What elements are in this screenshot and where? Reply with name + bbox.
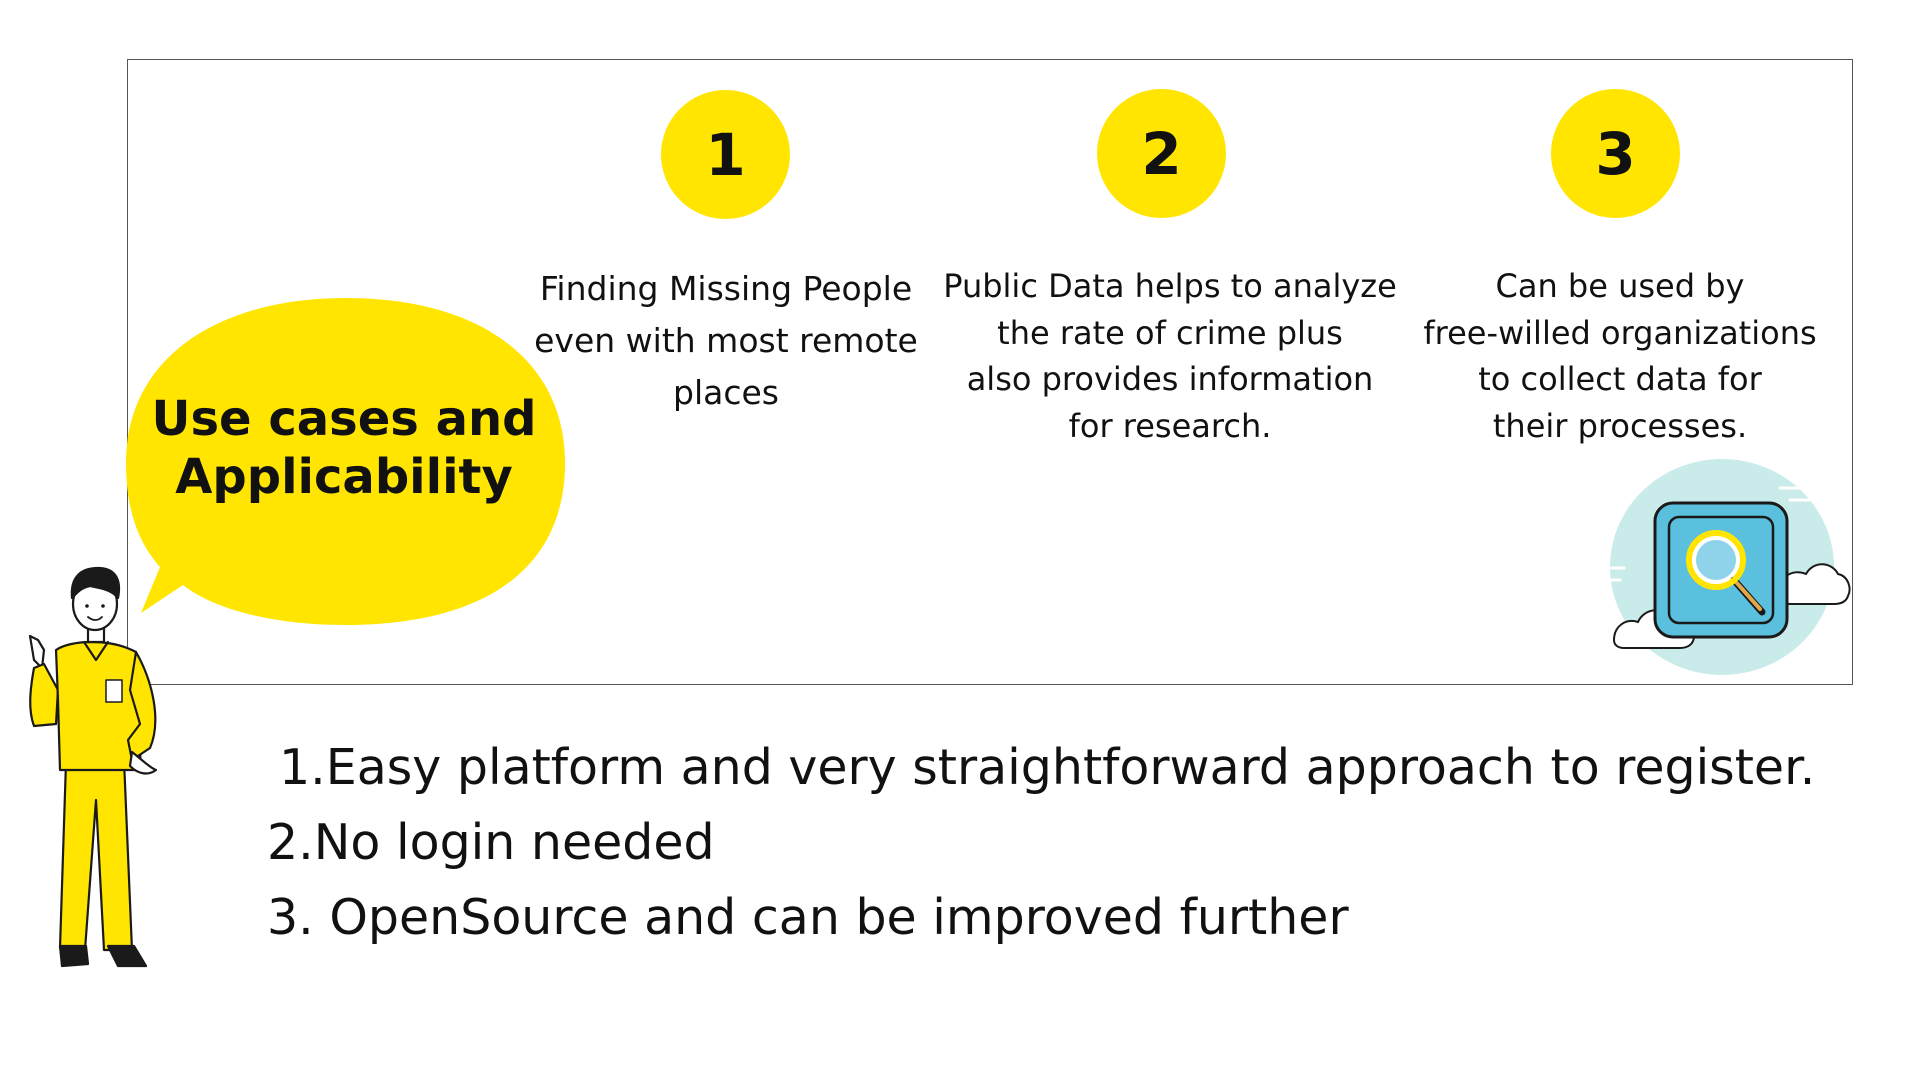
list-item-text: OpenSource and can be improved further [313,889,1349,946]
list-item: 2.No login needed [267,805,1815,880]
bubble-title: Use cases and Applicability [151,391,537,505]
list-item-number: 1. [279,739,326,796]
step-text-1: Finding Missing People even with most re… [534,269,918,412]
list-item: 1.Easy platform and very straightforward… [267,730,1815,805]
list-item-text: Easy platform and very straightforward a… [325,739,1816,796]
step-number-1: 1 [661,90,790,219]
step-text-2: Public Data helps to analyze the rate of… [943,267,1397,445]
feature-list: 1.Easy platform and very straightforward… [267,730,1815,955]
list-item: 3. OpenSource and can be improved furthe… [267,880,1815,955]
list-item-number: 3. [267,889,314,946]
list-item-number: 2. [267,814,314,871]
step-number-2: 2 [1097,89,1226,218]
list-item-text: No login needed [313,814,715,871]
step-number-3: 3 [1551,89,1680,218]
step-text-3: Can be used by free-willed organizations… [1423,267,1817,445]
